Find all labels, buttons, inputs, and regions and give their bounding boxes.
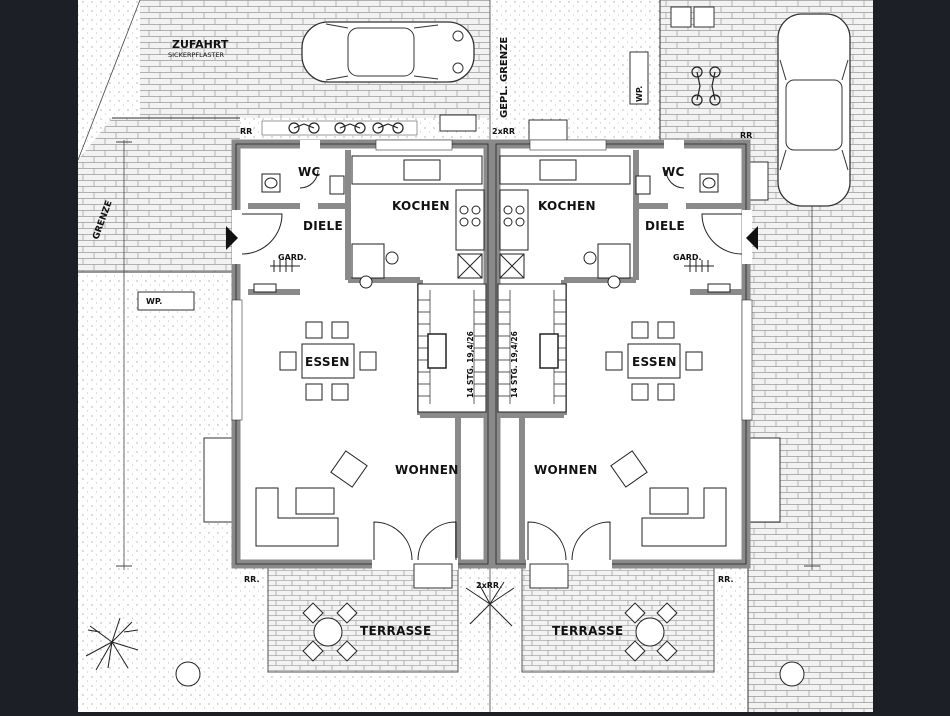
stair-label-right: 14 STG. 19,4/26 xyxy=(510,331,519,398)
zufahrt-label: ZUFAHRT xyxy=(172,38,229,51)
wc-label-left: WC xyxy=(298,165,321,179)
entry-arrow-icon xyxy=(226,226,238,250)
terrasse-label-right: TERRASSE xyxy=(552,624,624,638)
rr-label-bl: RR. xyxy=(244,575,260,584)
rr-2x-top-label: 2xRR xyxy=(492,127,515,136)
tree-icon xyxy=(85,617,139,671)
kochen-label-right: KOCHEN xyxy=(538,199,596,213)
wp-label-left: WP. xyxy=(146,297,162,306)
wohnen-label-right: WOHNEN xyxy=(534,463,598,477)
terrace-table-left xyxy=(302,602,358,662)
wc-label-right: WC xyxy=(662,165,685,179)
kochen-label-left: KOCHEN xyxy=(392,199,450,213)
bicycle-icon xyxy=(691,66,721,106)
wohnen-label-left: WOHNEN xyxy=(395,463,459,477)
essen-label-right: ESSEN xyxy=(632,355,677,369)
gepl-grenze-label: GEPL. GRENZE xyxy=(499,37,510,118)
stair-label-left: 14 STG. 19,4/26 xyxy=(466,331,475,398)
tree-icon xyxy=(465,581,515,630)
rr-label-br: RR. xyxy=(718,575,734,584)
tree-icon xyxy=(175,661,201,687)
essen-label-left: ESSEN xyxy=(305,355,350,369)
rr-label-tr: RR xyxy=(740,131,752,140)
terrace-table-right xyxy=(624,602,678,662)
diele-label-left: DIELE xyxy=(303,219,343,233)
rr-label-tl: RR xyxy=(240,127,252,136)
terrasse-label-left: TERRASSE xyxy=(360,624,432,638)
entry-arrow-icon xyxy=(746,226,758,250)
car-icon xyxy=(777,13,851,207)
rr-2x-bottom-label: 2xRR. xyxy=(476,581,502,590)
gard-label-right: GARD. xyxy=(673,253,702,262)
tree-icon xyxy=(779,661,805,687)
house xyxy=(226,139,758,570)
diele-label-right: DIELE xyxy=(645,219,685,233)
wp-label-right: WP. xyxy=(635,86,644,102)
car-icon xyxy=(301,21,475,83)
bicycle-icon xyxy=(261,120,418,136)
sickerpflaster-label: SICKERPFLASTER xyxy=(168,51,225,59)
gard-label-left: GARD. xyxy=(278,253,307,262)
